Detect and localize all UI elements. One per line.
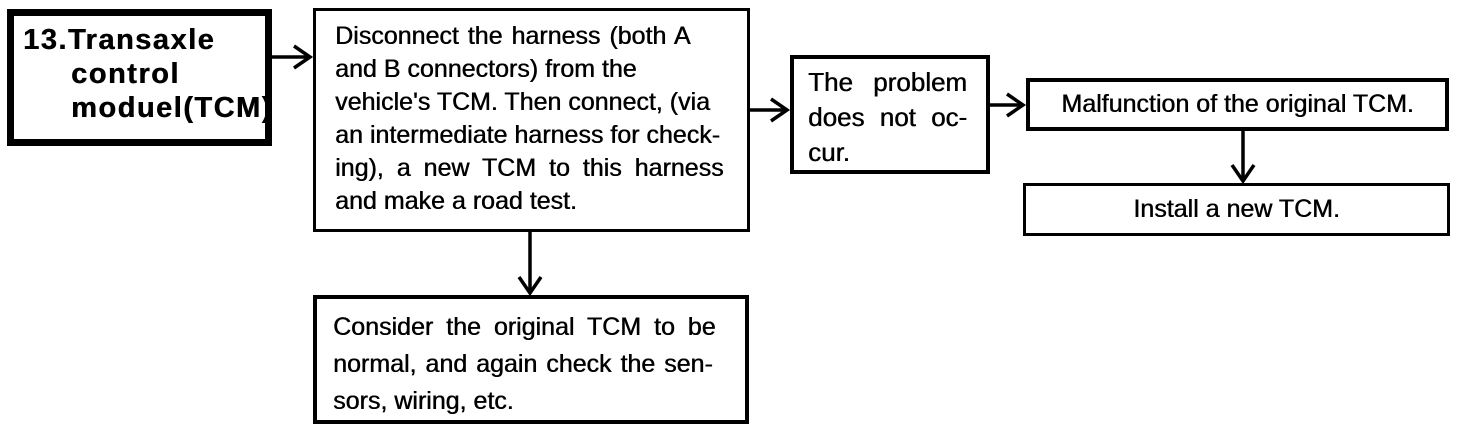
arrow-step-to-procedure [272, 44, 314, 70]
arrow-procedure-to-alternative [517, 231, 543, 297]
arrow-diagnosis-to-action [1230, 130, 1256, 185]
flow-box-install-new-tcm: Install a new TCM. [1023, 183, 1450, 236]
diagnosis-label: Malfunction of the original TCM. [1061, 90, 1414, 118]
arrow-problem-to-diagnosis [988, 92, 1027, 118]
arrow-procedure-to-problem [750, 97, 791, 123]
flow-box-malfunction-diagnosis: Malfunction of the original TCM. [1026, 78, 1449, 131]
action-label: Install a new TCM. [1133, 195, 1340, 223]
